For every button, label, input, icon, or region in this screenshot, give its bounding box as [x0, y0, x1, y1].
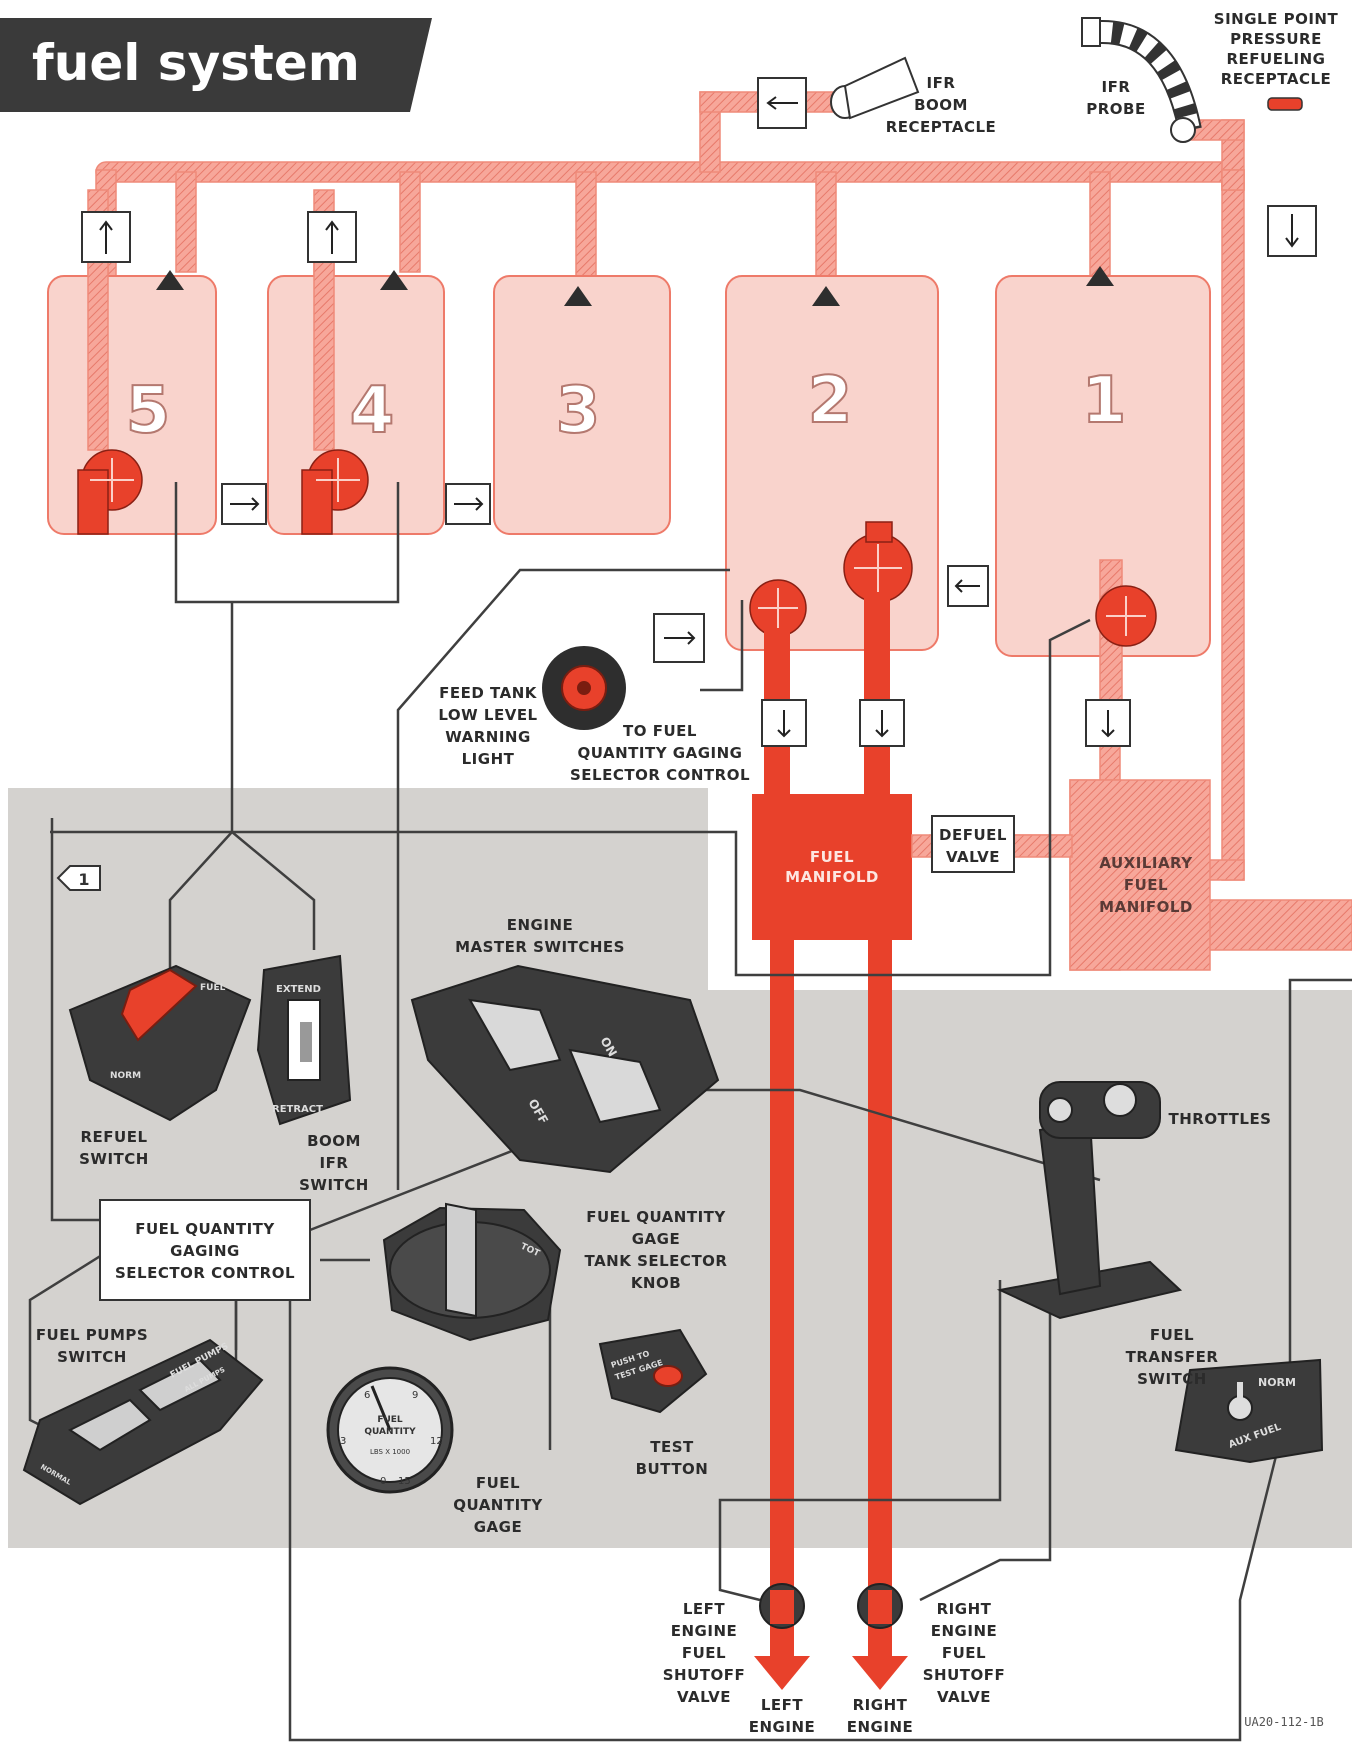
fq-gage-label-2: QUANTITY	[453, 1496, 543, 1514]
fq-gage-label-1: FUEL	[476, 1474, 520, 1492]
single-point-label-1: SINGLE POINT	[1214, 10, 1339, 28]
gage-scale-15: 15	[398, 1476, 411, 1487]
transfer-label-2: TRANSFER	[1126, 1348, 1219, 1366]
fuel-quantity-gage: FUEL QUANTITY LBS X 1000 0 3 6 9 12 15	[328, 1368, 452, 1492]
aux-manifold-label-3: MANIFOLD	[1099, 898, 1193, 916]
transfer-label-1: FUEL	[1150, 1326, 1194, 1344]
ifr-probe-label-1: IFR	[1102, 78, 1131, 96]
single-point-label-3: REFUELING	[1227, 50, 1326, 68]
gage-scale-12: 12	[430, 1436, 443, 1447]
ifr-boom-receptacle	[831, 58, 918, 118]
right-engine-label-1: RIGHT	[853, 1696, 908, 1714]
title-banner: fuel system	[0, 18, 432, 112]
feed-tank-label-3: WARNING	[445, 728, 531, 746]
boom-switch-label-3: SWITCH	[299, 1176, 369, 1194]
defuel-valve: DEFUEL VALVE	[932, 816, 1014, 872]
tank-3: 3	[494, 276, 670, 534]
tank-2-number: 2	[808, 364, 853, 438]
feed-tank-warning-light	[542, 646, 626, 730]
refuel-switch-label-1: REFUEL	[80, 1128, 147, 1146]
fqg-label-2: GAGING	[170, 1242, 240, 1260]
gage-scale-3: 3	[340, 1436, 346, 1447]
feed-tank-label-2: LOW LEVEL	[438, 706, 537, 724]
refuel-switch-label-2: SWITCH	[79, 1150, 149, 1168]
left-shutoff-label-1: LEFT	[683, 1600, 726, 1618]
refuel-fuel-label: FUEL	[200, 983, 226, 993]
throttles-label: THROTTLES	[1168, 1110, 1271, 1128]
left-engine-label-1: LEFT	[761, 1696, 804, 1714]
test-button-label-2: BUTTON	[636, 1460, 709, 1478]
gage-scale-6: 6	[364, 1390, 370, 1401]
right-shutoff-label-3: FUEL	[942, 1644, 986, 1662]
tank-4-number: 4	[350, 374, 395, 448]
ifr-probe	[1082, 18, 1195, 142]
left-shutoff-label-2: ENGINE	[671, 1622, 738, 1640]
tank-1-number: 1	[1082, 364, 1127, 438]
fuel-pumps-label-2: SWITCH	[57, 1348, 127, 1366]
single-point-receptacle	[1268, 98, 1302, 110]
boom-switch-label-2: IFR	[320, 1154, 349, 1172]
defuel-valve-label-1: DEFUEL	[939, 826, 1007, 844]
to-fuel-label-3: SELECTOR CONTROL	[570, 766, 750, 784]
tank-3-number: 3	[556, 374, 601, 448]
master-switches-label-1: ENGINE	[507, 916, 574, 934]
gage-scale-0: 0	[380, 1476, 386, 1487]
note-marker-number: 1	[78, 870, 89, 889]
ifr-probe-label-2: PROBE	[1086, 100, 1145, 118]
transfer-label-3: SWITCH	[1137, 1370, 1207, 1388]
boom-ifr-switch[interactable]: EXTEND RETRACT	[258, 956, 350, 1124]
gage-title-2: QUANTITY	[364, 1427, 416, 1437]
fq-knob-label-1: FUEL QUANTITY	[586, 1208, 726, 1226]
fuel-quantity-gaging-selector-control: FUEL QUANTITY GAGING SELECTOR CONTROL	[100, 1200, 310, 1300]
right-shutoff-label-2: ENGINE	[931, 1622, 998, 1640]
to-fuel-label-1: TO FUEL	[623, 722, 697, 740]
feed-tank-label-4: LIGHT	[462, 750, 515, 768]
diagram-title: fuel system	[32, 34, 360, 92]
fqg-label-1: FUEL QUANTITY	[135, 1220, 275, 1238]
fq-knob-label-4: KNOB	[631, 1274, 681, 1292]
aux-manifold-label-1: AUXILIARY	[1099, 854, 1193, 872]
fuel-manifold	[752, 794, 912, 940]
aux-manifold-label-2: FUEL	[1124, 876, 1168, 894]
boom-extend-label: EXTEND	[276, 984, 321, 995]
ifr-boom-label-3: RECEPTACLE	[886, 118, 997, 136]
gage-title-1: FUEL	[377, 1415, 403, 1425]
engine-shutoff-valves	[760, 1584, 902, 1628]
fuel-manifold-label-2: MANIFOLD	[785, 868, 879, 886]
test-button-label-1: TEST	[650, 1438, 694, 1456]
boom-retract-label: RETRACT	[272, 1104, 323, 1115]
fq-gage-label-3: GAGE	[474, 1518, 522, 1536]
ifr-boom-label-2: BOOM	[914, 96, 968, 114]
fuel-manifold-label-1: FUEL	[810, 848, 854, 866]
right-shutoff-label-4: SHUTOFF	[923, 1666, 1006, 1684]
ifr-boom-label-1: IFR	[927, 74, 956, 92]
single-point-label-2: PRESSURE	[1230, 30, 1322, 48]
gage-scale-9: 9	[412, 1390, 418, 1401]
figure-code: UA20-112-1B	[1244, 1715, 1323, 1729]
fqg-label-3: SELECTOR CONTROL	[115, 1264, 295, 1282]
gage-units: LBS X 1000	[370, 1448, 410, 1456]
transfer-norm-label: NORM	[1258, 1376, 1296, 1389]
left-shutoff-label-3: FUEL	[682, 1644, 726, 1662]
fuel-pumps-label-1: FUEL PUMPS	[36, 1326, 148, 1344]
boom-switch-label-1: BOOM	[307, 1132, 361, 1150]
feed-tank-label-1: FEED TANK	[439, 684, 538, 702]
left-shutoff-label-5: VALVE	[677, 1688, 731, 1706]
right-shutoff-label-1: RIGHT	[937, 1600, 992, 1618]
master-switches-label-2: MASTER SWITCHES	[455, 938, 625, 956]
tank-5-number: 5	[126, 374, 171, 448]
refuel-norm-label: NORM	[110, 1071, 141, 1081]
right-shutoff-label-5: VALVE	[937, 1688, 991, 1706]
left-engine-label-2: ENGINE	[749, 1718, 816, 1736]
to-fuel-label-2: QUANTITY GAGING	[578, 744, 743, 762]
fq-knob-label-3: TANK SELECTOR	[585, 1252, 728, 1270]
single-point-label-4: RECEPTACLE	[1221, 70, 1332, 88]
right-engine-label-2: ENGINE	[847, 1718, 914, 1736]
left-shutoff-label-4: SHUTOFF	[663, 1666, 746, 1684]
fq-knob-label-2: GAGE	[632, 1230, 680, 1248]
defuel-valve-label-2: VALVE	[946, 848, 1000, 866]
